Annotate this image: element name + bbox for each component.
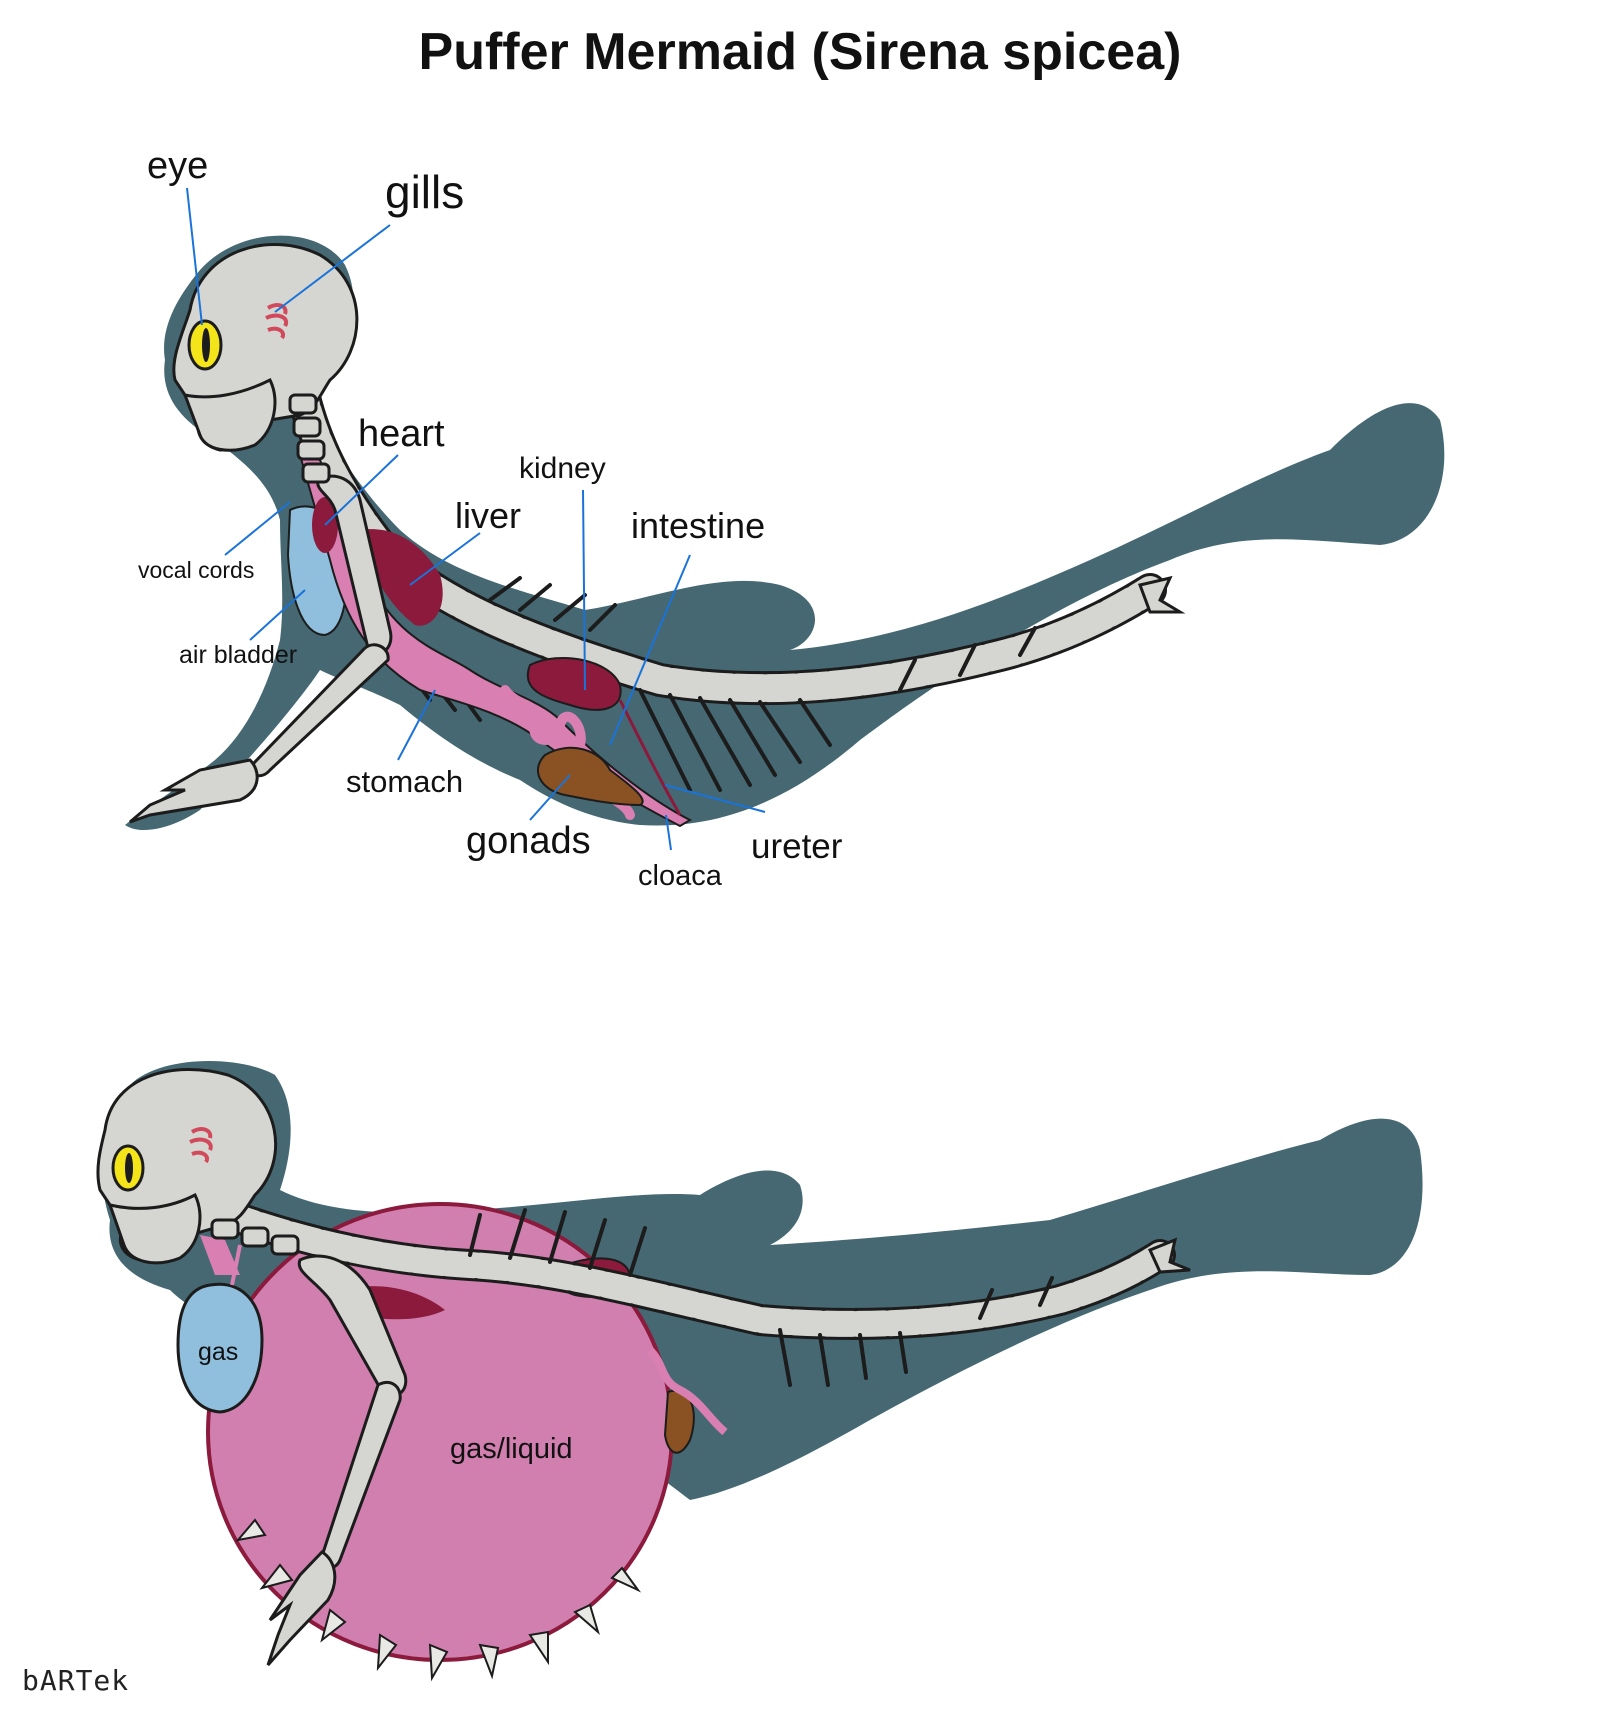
bottom-ribs xyxy=(468,1208,1054,1387)
bottom-tail-fin-bone xyxy=(1147,1237,1191,1274)
top-eye-pupil xyxy=(202,328,210,362)
bottom-gas-connector xyxy=(230,1244,242,1286)
label-intestine: intestine xyxy=(631,505,765,546)
label-gas: gas xyxy=(198,1338,238,1366)
bottom-neck-vertebrae xyxy=(210,1218,300,1256)
label-liver: liver xyxy=(455,495,521,536)
label-air-bladder: air bladder xyxy=(179,641,297,669)
top-mermaid: eye gills heart kidney liver intestine v… xyxy=(125,145,1445,892)
label-cloaca: cloaca xyxy=(638,860,723,892)
bottom-hand xyxy=(266,1550,337,1666)
label-ureter: ureter xyxy=(751,827,843,866)
label-heart: heart xyxy=(358,413,445,455)
label-gas-liquid: gas/liquid xyxy=(450,1433,573,1465)
top-tail-fin-bone xyxy=(1138,575,1186,614)
label-gills: gills xyxy=(385,166,464,218)
artist-signature: bARTek xyxy=(22,1664,130,1697)
top-leader-lines xyxy=(186,187,766,851)
bottom-eye-pupil xyxy=(125,1153,133,1183)
top-kidney xyxy=(526,657,622,711)
top-labels: eye gills heart kidney liver intestine v… xyxy=(138,145,843,892)
sac-spines xyxy=(235,1518,642,1682)
bottom-jaw xyxy=(107,1192,202,1265)
bottom-spine-bone xyxy=(217,1202,1173,1337)
label-kidney: kidney xyxy=(519,452,606,485)
bottom-gas-bladder xyxy=(176,1282,264,1414)
label-stomach: stomach xyxy=(346,764,463,799)
top-gills xyxy=(265,303,289,340)
bottom-esophagus xyxy=(200,1235,240,1275)
top-liver xyxy=(360,529,443,626)
label-gonads: gonads xyxy=(466,820,591,862)
top-neck-vertebrae xyxy=(288,393,331,484)
bottom-body-silhouette xyxy=(102,1061,1423,1500)
bottom-gills xyxy=(189,1127,213,1164)
bottom-mermaid: gas gas/liquid xyxy=(96,1061,1423,1682)
top-jaw xyxy=(182,377,277,452)
top-ureter xyxy=(618,699,682,816)
top-gonads xyxy=(536,746,644,807)
top-hand xyxy=(129,758,259,824)
bottom-intestine xyxy=(646,1347,728,1436)
label-vocal-cords: vocal cords xyxy=(138,557,254,583)
label-eye: eye xyxy=(147,145,208,187)
bottom-upper-arm xyxy=(297,1254,408,1397)
page-title: Puffer Mermaid (Sirena spicea) xyxy=(418,23,1182,81)
